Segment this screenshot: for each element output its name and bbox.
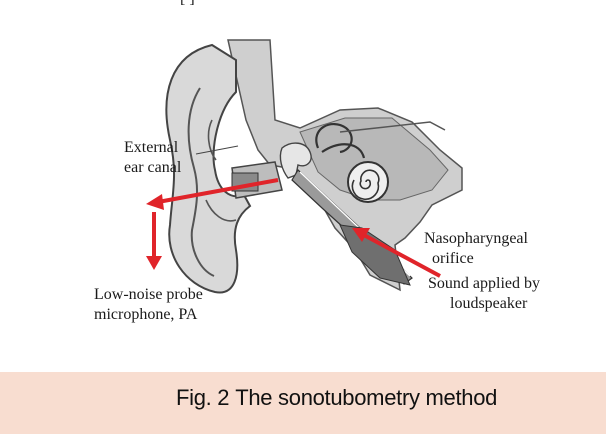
label-external: External <box>124 139 179 156</box>
auricle-fold <box>187 87 215 277</box>
label-probe: Low-noise probe <box>94 286 203 303</box>
label-loudspeaker: loudspeaker <box>450 295 528 312</box>
label-leader-external <box>195 145 239 155</box>
cochlea-outer <box>347 161 389 203</box>
semicircular-canals <box>315 122 366 159</box>
sound-arrow <box>361 232 441 278</box>
label-nasopharyngeal: Nasopharyngeal <box>424 230 529 247</box>
auditory-nerve <box>339 121 446 133</box>
cochlea-spiral <box>351 169 380 201</box>
auricle-inner-fold <box>205 119 237 222</box>
caption-text: The sonotubometry method <box>235 385 498 410</box>
caption-band <box>0 372 606 434</box>
top-fragment: [ ] <box>180 0 195 7</box>
label-microphone: microphone, PA <box>94 306 198 323</box>
down-arrowhead <box>146 256 162 270</box>
sound-arrowhead <box>352 228 370 242</box>
inner-bone-shading <box>299 117 449 201</box>
label-sound-applied: Sound applied by <box>428 275 540 292</box>
ossicles <box>279 142 312 179</box>
caption-prefix: Fig. 2 <box>176 385 230 410</box>
label-orifice: orifice <box>432 250 474 267</box>
sonotubometry-diagram: [ ] External ear canal Nasopharyngeal or… <box>94 0 540 323</box>
probe-arrow <box>157 178 279 204</box>
label-ear-canal: ear canal <box>124 159 182 176</box>
auricle <box>165 43 252 294</box>
probe-arrowhead <box>146 194 164 210</box>
